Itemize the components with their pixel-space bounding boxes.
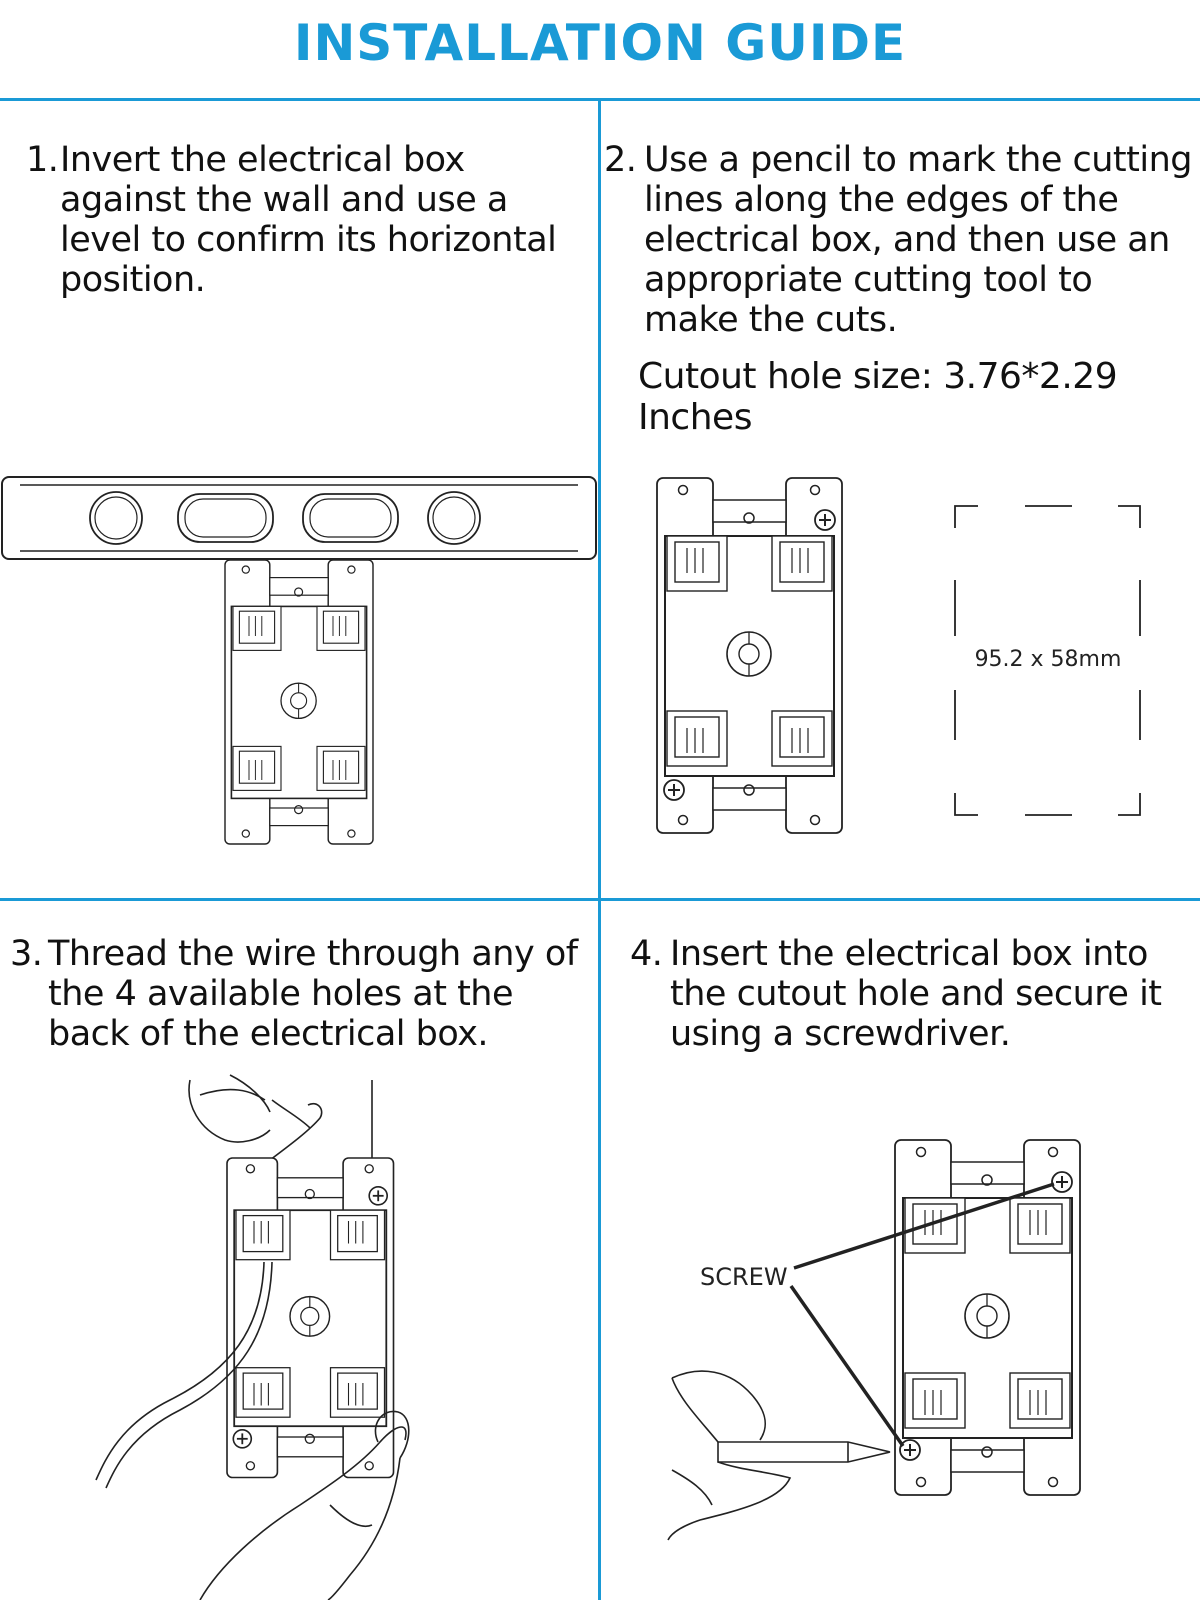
step-2-number: 2. xyxy=(604,140,637,180)
electrical-box-icon xyxy=(226,1157,395,1479)
screw-pointer xyxy=(789,1182,1055,1448)
level-icon xyxy=(1,476,597,560)
step-4: 4. Insert the electrical box into the cu… xyxy=(630,934,1190,1054)
electrical-box-icon xyxy=(656,477,843,834)
step-1: 1. Invert the electrical box against the… xyxy=(26,140,586,300)
step-3: 3. Thread the wire through any of the 4 … xyxy=(10,934,595,1054)
cutout-dimension-label: 95.2 x 58mm xyxy=(975,647,1122,672)
hand-icon xyxy=(188,1074,373,1162)
step-2-text: Use a pencil to mark the cutting lines a… xyxy=(644,140,1192,340)
step-1-text: Invert the electrical box against the wa… xyxy=(60,140,557,300)
step-3-number: 3. xyxy=(10,934,43,974)
cutout-size-note: Cutout hole size: 3.76*2.29 Inches xyxy=(638,356,1118,438)
center-divider xyxy=(598,98,601,1600)
wire-icon xyxy=(95,1261,273,1489)
hand-icon xyxy=(199,1410,410,1600)
pencil-icon xyxy=(717,1441,891,1463)
electrical-box-icon xyxy=(894,1139,1081,1496)
step-4-text: Insert the electrical box into the cutou… xyxy=(670,934,1162,1054)
page-title: INSTALLATION GUIDE xyxy=(293,14,907,72)
cutout-outline xyxy=(954,505,1141,816)
step-4-number: 4. xyxy=(630,934,663,974)
step-3-text: Thread the wire through any of the 4 ava… xyxy=(48,934,578,1054)
screw-label: SCREW xyxy=(700,1263,788,1291)
electrical-box-icon xyxy=(224,559,374,845)
hand-icon xyxy=(667,1370,792,1541)
step-2: 2. Use a pencil to mark the cutting line… xyxy=(604,140,1196,340)
step-1-number: 1. xyxy=(26,140,59,180)
